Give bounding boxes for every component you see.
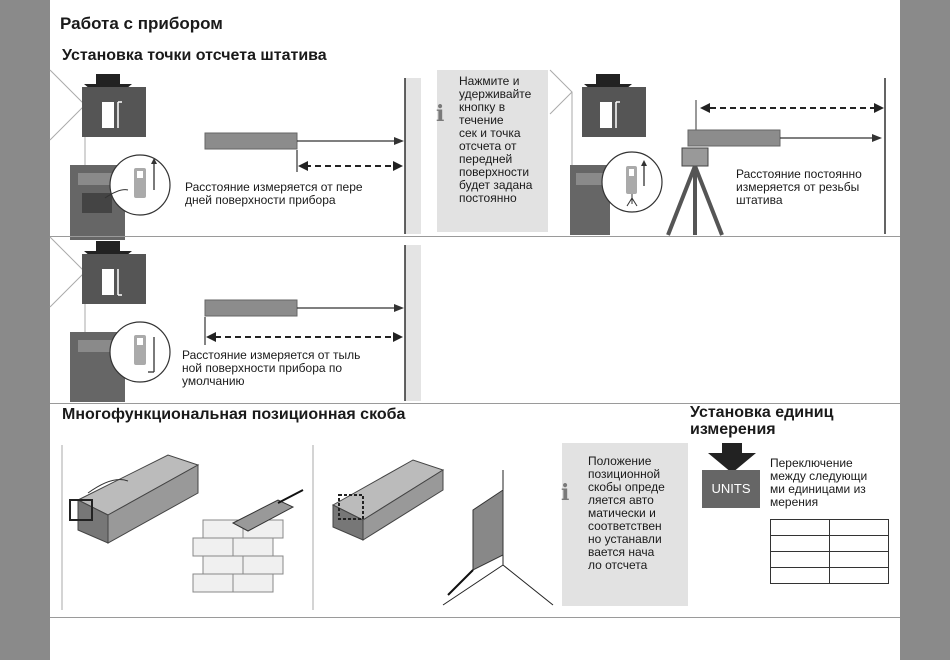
table-cell — [770, 519, 830, 536]
bracket-illustration-corner — [312, 445, 554, 610]
info-line: скобы опреде — [588, 480, 665, 494]
info-line: передней — [459, 152, 513, 166]
caption-line: измеряется от резьбы — [736, 180, 860, 194]
section-title-tripod: Установка точки отсчета штатива — [62, 47, 327, 64]
caption-line: ной поверхности прибора по — [182, 361, 343, 375]
info-line: удерживайте — [459, 87, 532, 101]
caption-line: дней поверхности прибора — [185, 193, 336, 207]
table-row — [770, 551, 889, 568]
units-text-line: ми единицами из — [770, 482, 866, 496]
press-arrow-icon — [82, 74, 146, 137]
info-icon: i — [561, 480, 570, 506]
info-box-tripod — [437, 70, 548, 232]
info-line: соответствен — [588, 519, 662, 533]
info-text-bracket: Положение позиционной скобы опреде ляетс… — [588, 455, 683, 572]
info-line: но устанавли — [588, 532, 662, 546]
info-text-tripod: Нажмите и удерживайте кнопку в течение с… — [459, 75, 549, 205]
table-cell — [770, 567, 830, 584]
units-button[interactable]: UNITS — [702, 470, 760, 508]
table-row — [770, 519, 889, 536]
table-cell — [829, 567, 889, 584]
units-text-line: между следующи — [770, 469, 868, 483]
info-line: Нажмите и — [459, 74, 520, 88]
info-line: кнопку в — [459, 100, 506, 114]
section-title-units: Установка единиц измерения — [690, 404, 833, 438]
press-arrow-icon — [582, 74, 646, 137]
caption-rear-reference: Расстояние измеряется от тыль ной поверх… — [182, 349, 407, 388]
front-reference-illustration — [49, 69, 421, 240]
info-line: матически и — [588, 506, 656, 520]
info-line: течение — [459, 113, 504, 127]
info-line: ло отсчета — [588, 558, 648, 572]
units-text-line: Переключение — [770, 456, 853, 470]
info-line: Положение — [588, 454, 652, 468]
info-line: позиционной — [588, 467, 661, 481]
table-cell — [770, 535, 830, 552]
right-margin-bar — [900, 0, 950, 660]
caption-line: штатива — [736, 193, 783, 207]
tripod-reference-illustration — [549, 69, 886, 236]
info-line: постоянно — [459, 191, 517, 205]
units-title-line: Установка единиц — [690, 404, 834, 421]
press-arrow-icon — [708, 443, 756, 473]
caption-line: Расстояние измеряется от пере — [185, 180, 363, 194]
table-cell — [829, 519, 889, 536]
caption-line: Расстояние измеряется от тыль — [182, 348, 361, 362]
rear-reference-illustration — [49, 236, 421, 402]
caption-line: умолчанию — [182, 374, 245, 388]
info-line: отсчета от — [459, 139, 517, 153]
table-cell — [770, 551, 830, 568]
info-line: поверхности — [459, 165, 530, 179]
units-text-line: мерения — [770, 495, 819, 509]
units-description: Переключение между следующи ми единицами… — [770, 457, 895, 509]
info-line: будет задана — [459, 178, 533, 192]
info-icon: i — [436, 101, 445, 127]
info-line: ляется авто — [588, 493, 654, 507]
caption-line: Расстояние постоянно — [736, 167, 862, 181]
press-arrow-icon — [82, 241, 146, 304]
table-row — [770, 567, 889, 584]
divider — [50, 617, 900, 618]
caption-tripod-reference: Расстояние постоянно измеряется от резьб… — [736, 168, 896, 207]
left-margin-bar — [0, 0, 50, 660]
units-title-line: измерения — [690, 421, 776, 438]
bracket-illustration-flat — [61, 445, 304, 610]
info-line: вается нача — [588, 545, 655, 559]
divider — [50, 236, 900, 237]
tripod-icon — [666, 147, 724, 236]
section-title-bracket: Многофункциональная позиционная скоба — [62, 406, 406, 423]
info-line: сек и точка — [459, 126, 521, 140]
table-cell — [829, 535, 889, 552]
divider — [50, 403, 900, 404]
table-cell — [829, 551, 889, 568]
units-table — [770, 519, 889, 584]
info-box-bracket — [562, 443, 688, 606]
caption-front-reference: Расстояние измеряется от пере дней повер… — [185, 181, 405, 207]
table-row — [770, 535, 889, 552]
page-title: Работа с прибором — [60, 14, 223, 33]
